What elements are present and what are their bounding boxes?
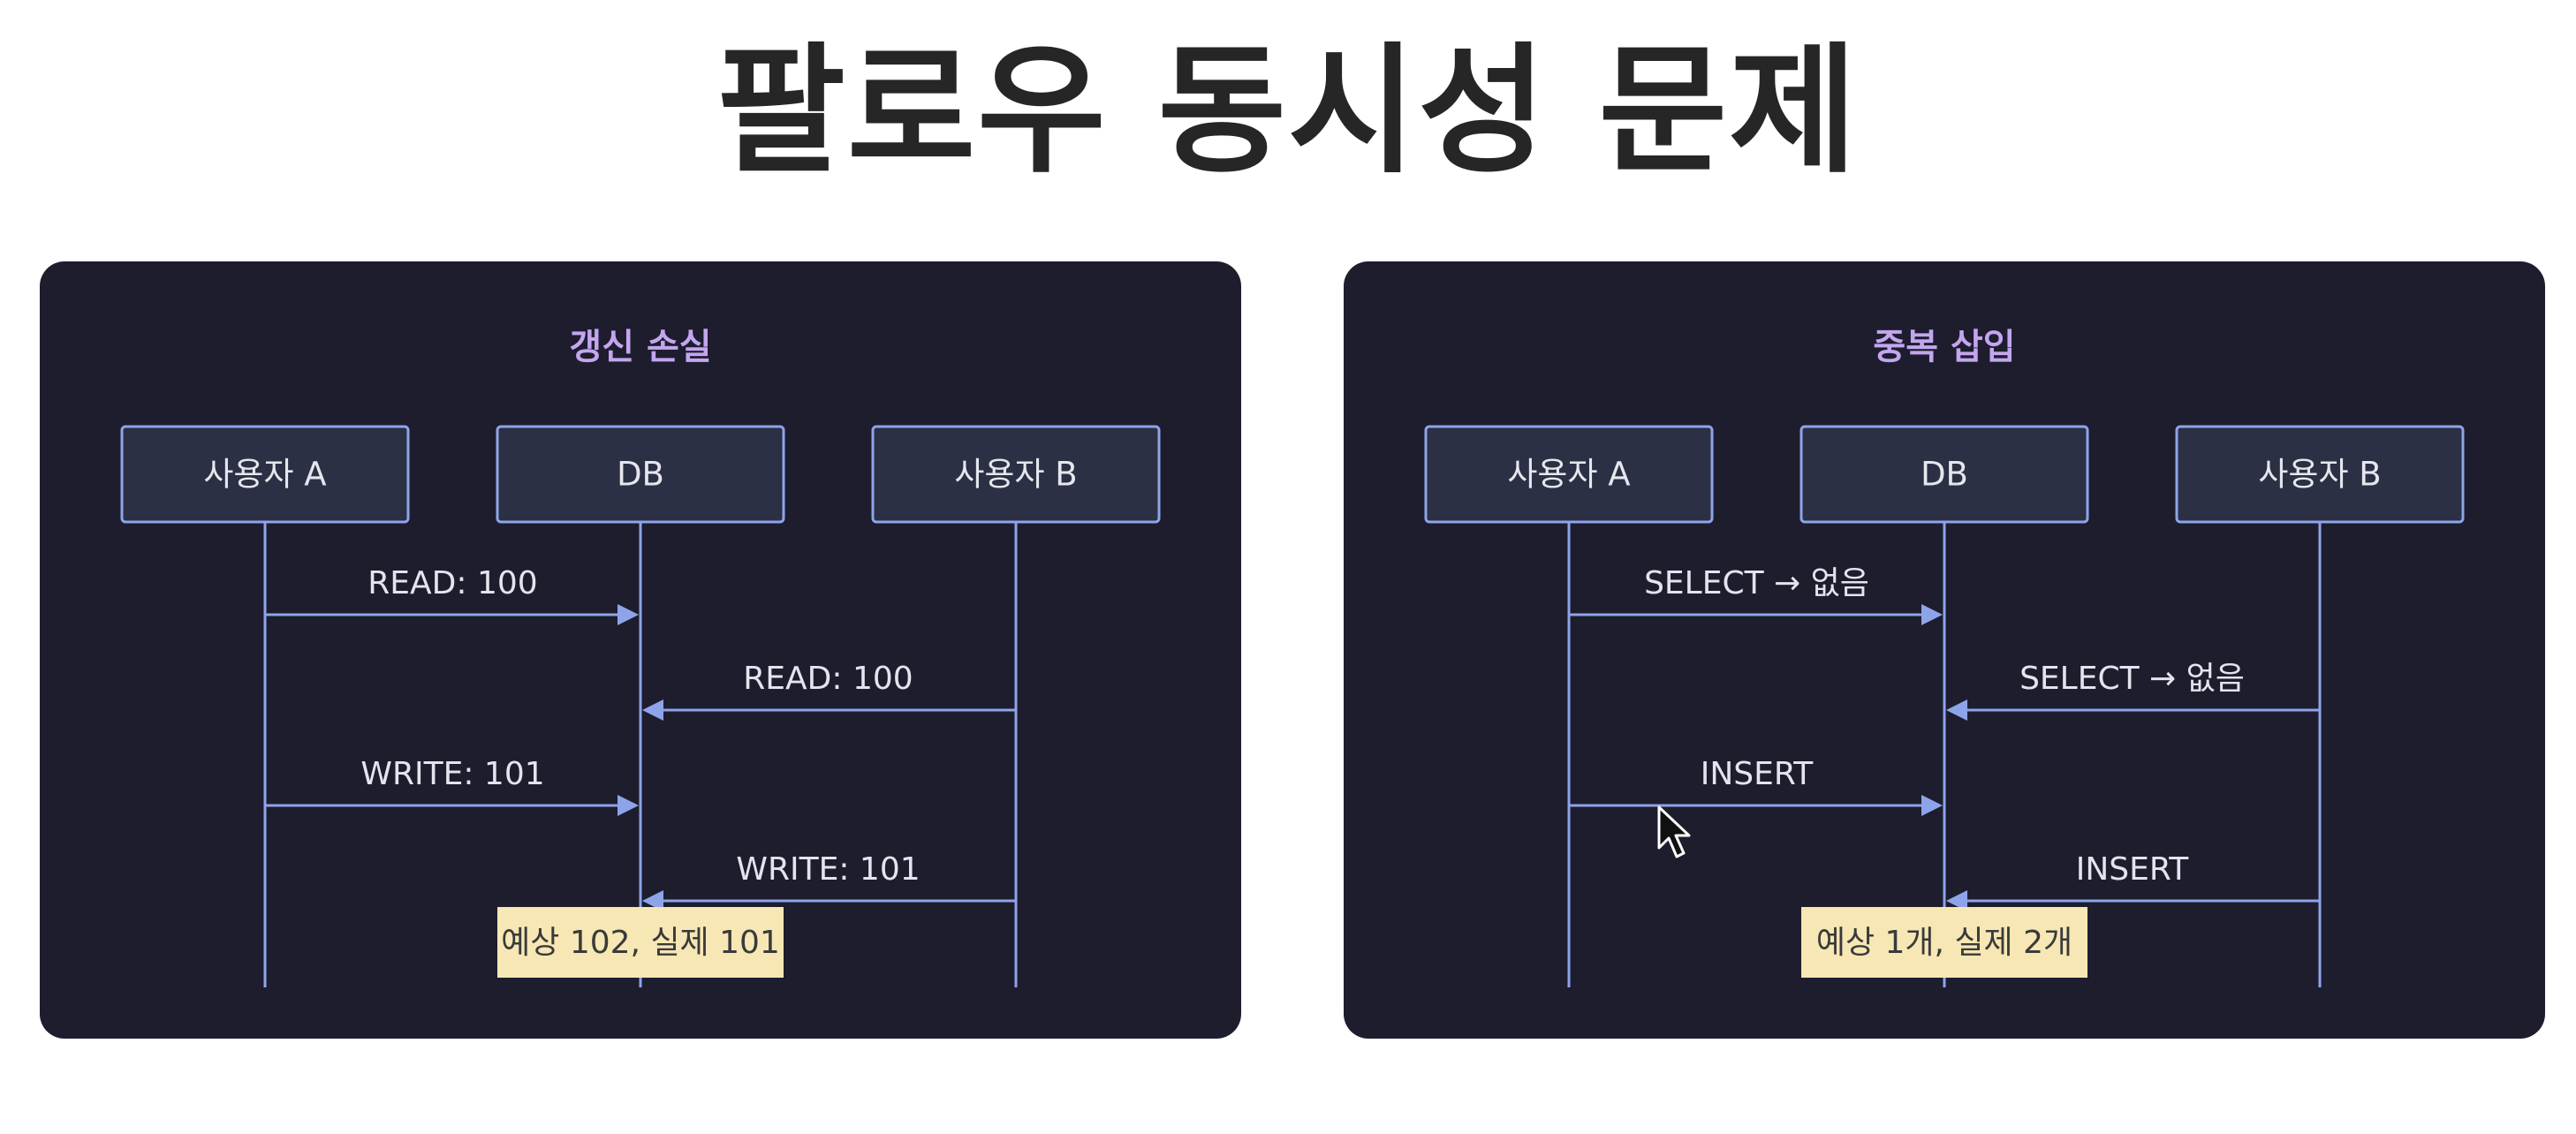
arrow-head [1921, 604, 1943, 625]
participant-user-a: 사용자 A [1424, 425, 1714, 524]
note-label: 예상 102, 실제 101 [501, 925, 780, 961]
mouse-pointer-icon [1657, 805, 1691, 858]
participant-box [1424, 425, 1714, 524]
arrow-head [1946, 890, 1967, 911]
note-label: 예상 1개, 실제 2개 [1816, 925, 2072, 961]
message-label: SELECT → 없음 [1644, 565, 1869, 601]
message-label: READ: 100 [743, 661, 913, 697]
arrow-head [642, 890, 663, 911]
message-arrow: INSERT [1569, 756, 1943, 816]
participant-user-a: 사용자 A [120, 425, 410, 524]
message-label: WRITE: 101 [360, 756, 544, 792]
participant-label: DB [617, 456, 664, 494]
participant-label: 사용자 B [2258, 456, 2381, 494]
result-note: 예상 102, 실제 101 [497, 907, 784, 978]
arrow-head [642, 699, 663, 721]
participant-user-b: 사용자 B [871, 425, 1161, 524]
diagram-title: 갱신 손실 [569, 327, 711, 367]
arrow-head [617, 795, 639, 816]
participant-db: DB [1799, 425, 2089, 524]
participant-label: 사용자 B [954, 456, 1077, 494]
message-arrow: WRITE: 101 [265, 756, 639, 816]
message-label: SELECT → 없음 [2019, 661, 2245, 697]
participant-label: 사용자 A [203, 456, 326, 494]
message-arrow: SELECT → 없음 [1946, 661, 2320, 721]
note-box [497, 907, 784, 978]
message-arrow: INSERT [1946, 851, 2320, 911]
message-arrow: READ: 100 [642, 661, 1016, 721]
note-box [1801, 907, 2087, 978]
participant-box [496, 425, 785, 524]
participant-db: DB [496, 425, 785, 524]
participant-label: DB [1921, 456, 1968, 494]
message-label: READ: 100 [367, 565, 537, 601]
message-arrow: WRITE: 101 [642, 851, 1016, 911]
message-label: INSERT [1701, 756, 1815, 792]
page-title: 팔로우 동시성 문제 [716, 30, 1860, 193]
participant-box [120, 425, 410, 524]
message-arrow: SELECT → 없음 [1569, 565, 1943, 625]
message-label: WRITE: 101 [736, 851, 920, 888]
participant-label: 사용자 A [1507, 456, 1630, 494]
message-arrow: READ: 100 [265, 565, 639, 625]
arrow-head [1921, 795, 1943, 816]
diagram-title: 중복 삽입 [1873, 327, 2015, 367]
arrow-head [617, 604, 639, 625]
participant-box [2175, 425, 2465, 524]
participant-user-b: 사용자 B [2175, 425, 2465, 524]
result-note: 예상 1개, 실제 2개 [1801, 907, 2087, 978]
arrow-head [1946, 699, 1967, 721]
message-label: INSERT [2076, 851, 2190, 888]
participant-box [1799, 425, 2089, 524]
participant-box [871, 425, 1161, 524]
